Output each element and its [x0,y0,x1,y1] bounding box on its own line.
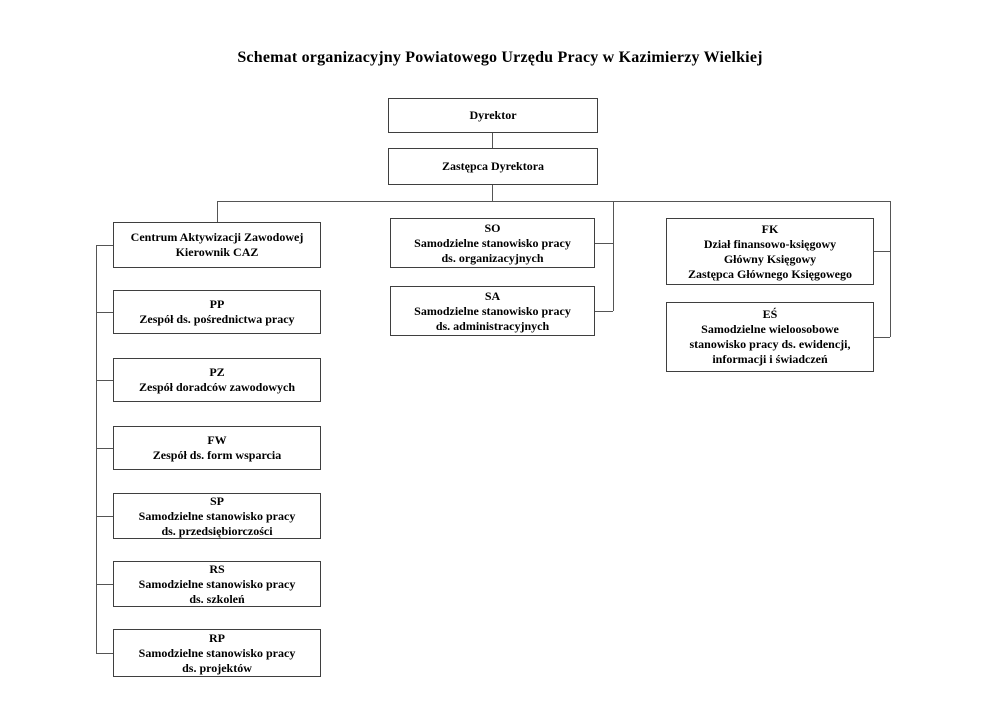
connector-stub-so [595,243,613,244]
connector-drop-caz [217,201,218,222]
org-node-sa: SA Samodzielne stanowisko pracy ds. admi… [390,286,595,336]
connector-stub-pp [96,312,113,313]
connector-left-rail [96,245,97,653]
org-node-dyrektor: Dyrektor [388,98,598,133]
connector-stub-fk [874,251,890,252]
connector-zastepca-trunk [492,185,493,201]
org-node-fw: FW Zespół ds. form wsparcia [113,426,321,470]
connector-stub-es [874,337,890,338]
chart-title: Schemat organizacyjny Powiatowego Urzędu… [237,49,763,66]
org-node-rs: RS Samodzielne stanowisko pracy ds. szko… [113,561,321,607]
connector-dyrektor-zastepca [492,133,493,148]
connector-stub-rs [96,584,113,585]
connector-stub-rp [96,653,113,654]
connector-drop-middle [613,201,614,311]
connector-stub-sa [595,311,613,312]
org-node-so: SO Samodzielne stanowisko pracy ds. orga… [390,218,595,268]
org-node-caz: Centrum Aktywizacji Zawodowej Kierownik … [113,222,321,268]
org-node-pp: PP Zespół ds. pośrednictwa pracy [113,290,321,334]
connector-stub-fw [96,448,113,449]
org-node-es: EŚ Samodzielne wieloosobowe stanowisko p… [666,302,874,372]
connector-drop-right [890,201,891,337]
org-node-zastepca-dyrektora: Zastępca Dyrektora [388,148,598,185]
connector-stub-pz [96,380,113,381]
connector-stub-sp [96,516,113,517]
org-node-fk: FK Dział finansowo-księgowy Główny Księg… [666,218,874,285]
org-node-pz: PZ Zespół doradców zawodowych [113,358,321,402]
org-node-rp: RP Samodzielne stanowisko pracy ds. proj… [113,629,321,677]
connector-stub-caz [96,245,113,246]
org-node-sp: SP Samodzielne stanowisko pracy ds. prze… [113,493,321,539]
connector-trunk [217,201,891,202]
